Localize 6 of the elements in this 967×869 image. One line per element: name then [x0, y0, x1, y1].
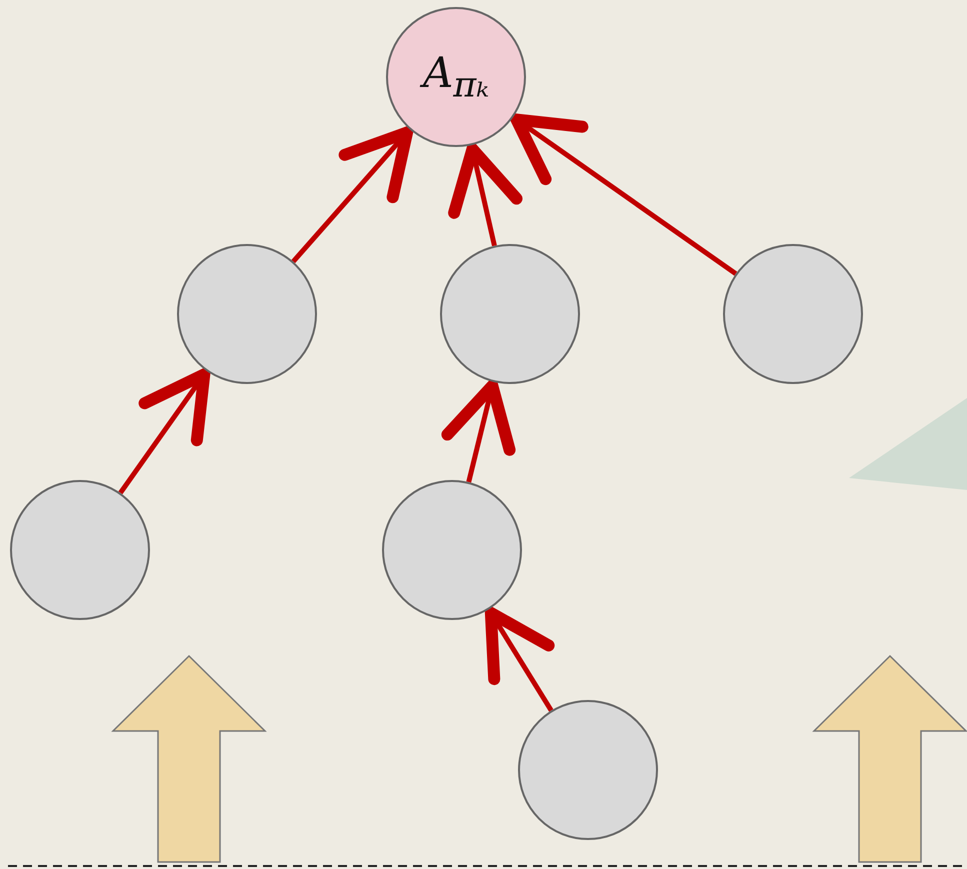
arrow: [118, 368, 210, 494]
arrow: [484, 606, 555, 712]
arrow: [510, 114, 738, 276]
arrow: [291, 126, 414, 264]
arrow: [441, 380, 516, 483]
triangle-node: [849, 398, 967, 490]
